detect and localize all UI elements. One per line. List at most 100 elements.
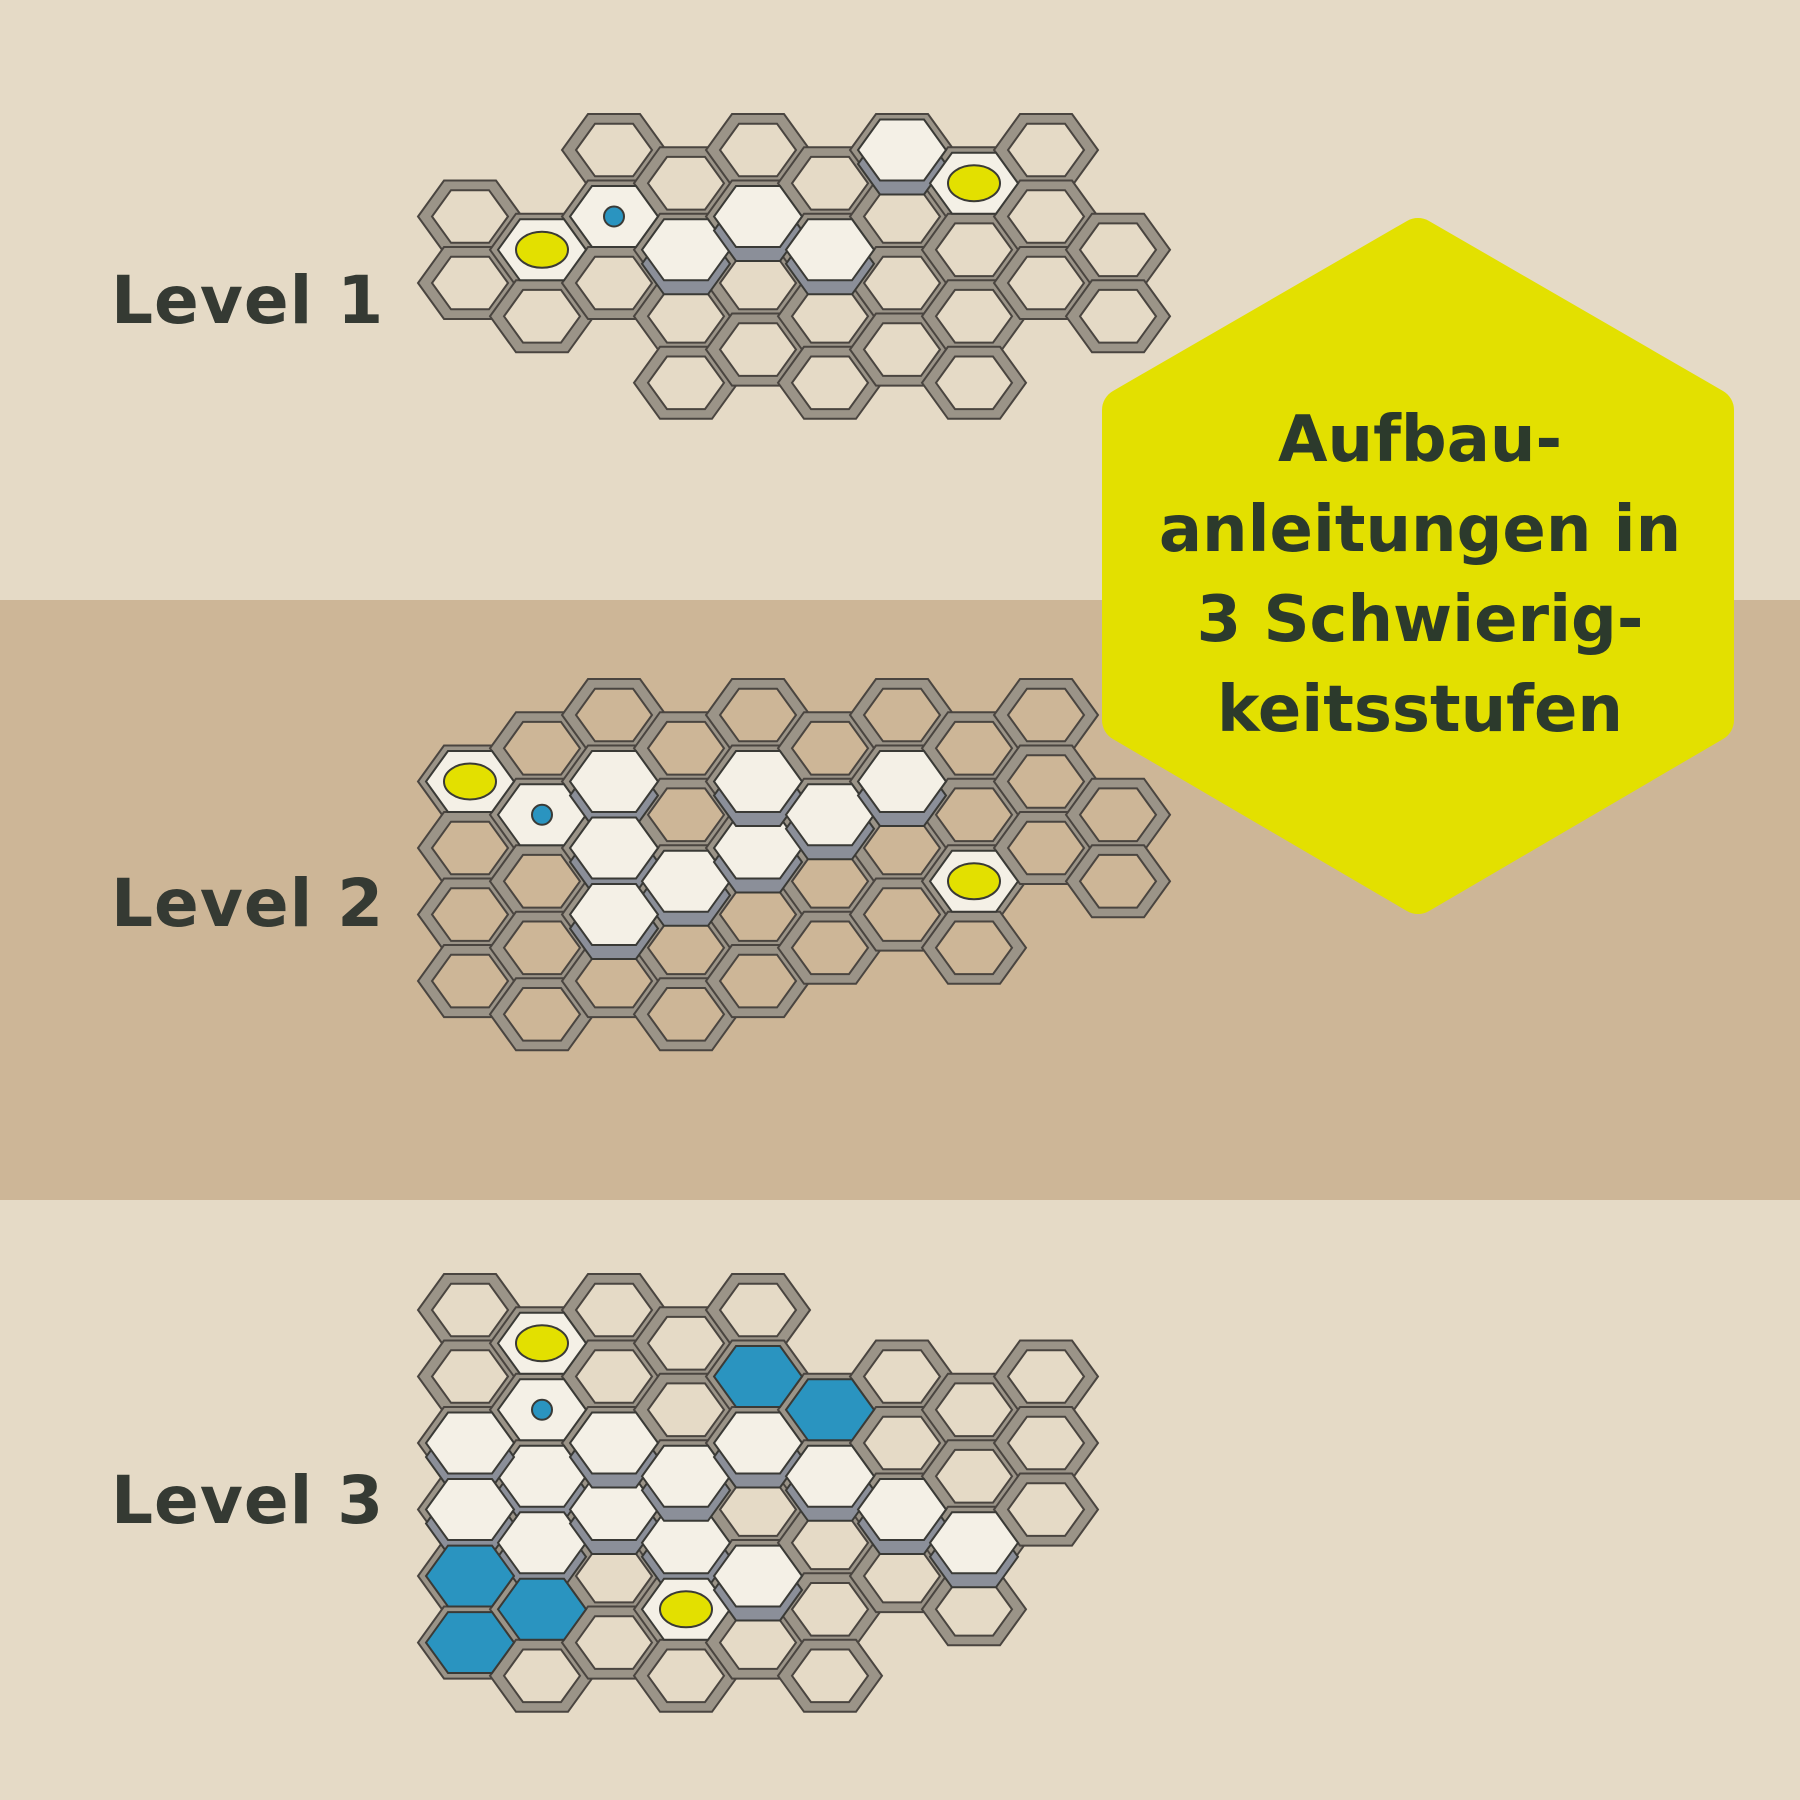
marble (531, 803, 553, 826)
track-tile (568, 816, 660, 880)
water-tile (424, 1611, 516, 1674)
track-tile (424, 1478, 516, 1541)
track-tile (496, 1511, 588, 1575)
grid-hole (430, 887, 510, 942)
grid-hole (934, 1382, 1014, 1438)
grid-hole (718, 1282, 798, 1338)
grid-hole (1006, 1482, 1086, 1537)
grid-hole (862, 1415, 942, 1471)
grid-hole (502, 987, 582, 1042)
grid-hole (430, 255, 510, 311)
grid-hole (574, 255, 654, 311)
grid-hole (1006, 122, 1086, 178)
grid-hole (574, 1349, 654, 1404)
grid-hole (790, 920, 870, 976)
grid-hole (502, 1648, 582, 1704)
marble (603, 205, 625, 228)
goal-cup (443, 762, 497, 801)
grid-hole (718, 322, 798, 377)
track-tile (568, 883, 660, 946)
track-tile (712, 185, 804, 248)
water-tile (712, 1345, 804, 1408)
grid-hole (502, 920, 582, 976)
badge-line: anleitungen in (1158, 493, 1682, 567)
grid-hole (862, 1349, 942, 1404)
grid-hole (862, 687, 942, 743)
goal-cup (515, 230, 569, 269)
grid-hole (790, 155, 870, 211)
grid-hole (502, 853, 582, 909)
grid-hole (934, 920, 1014, 976)
grid-hole (1006, 1349, 1086, 1404)
grid-hole (1006, 1415, 1086, 1471)
track-tile (928, 1511, 1020, 1575)
grid-hole (718, 687, 798, 743)
grid-hole (646, 987, 726, 1042)
badge-line: 3 Schwierig- (1196, 583, 1644, 657)
track-tile (856, 1478, 948, 1541)
grid-hole (430, 953, 510, 1009)
difficulty-badge-text: Aufbau- anleitungen in 3 Schwierig- keit… (1120, 395, 1720, 755)
level-3-track-illustration (416, 1273, 1100, 1713)
grid-hole (1006, 687, 1086, 743)
grid-hole (934, 787, 1014, 843)
grid-hole (934, 288, 1014, 344)
goal-cup (659, 1590, 713, 1629)
track-tile (784, 218, 876, 282)
water-tile (784, 1378, 876, 1442)
grid-hole (646, 155, 726, 211)
grid-hole (862, 322, 942, 377)
badge-line: Aufbau- (1277, 403, 1563, 477)
grid-hole (790, 720, 870, 776)
grid-hole (646, 1382, 726, 1438)
grid-hole (718, 122, 798, 178)
grid-hole (574, 687, 654, 743)
grid-hole (934, 1448, 1014, 1504)
track-tile (712, 1411, 804, 1475)
goal-cup (947, 164, 1001, 203)
track-tile (640, 1444, 732, 1508)
track-tile (568, 1411, 660, 1475)
grid-hole (646, 1315, 726, 1371)
goal-cup (515, 1324, 569, 1363)
track-tile (784, 783, 876, 847)
grid-hole (790, 1582, 870, 1637)
level-2-label: Level 2 (111, 865, 385, 942)
track-tile (640, 849, 732, 913)
track-tile (568, 750, 660, 813)
grid-hole (502, 288, 582, 344)
grid-hole (574, 1282, 654, 1338)
badge-line: keitsstufen (1217, 673, 1623, 747)
grid-hole (790, 1648, 870, 1704)
grid-hole (430, 1282, 510, 1338)
grid-hole (718, 953, 798, 1009)
grid-hole (790, 355, 870, 411)
grid-hole (646, 720, 726, 776)
grid-hole (646, 1648, 726, 1704)
track-tile (712, 1544, 804, 1608)
track-tile (856, 750, 948, 813)
track-tile (424, 1411, 516, 1475)
grid-hole (574, 122, 654, 178)
water-tile (496, 1577, 588, 1641)
grid-hole (934, 720, 1014, 776)
grid-hole (934, 355, 1014, 411)
level-2-track-illustration (416, 678, 1172, 1052)
track-tile (712, 750, 804, 813)
grid-hole (862, 255, 942, 311)
grid-hole (502, 720, 582, 776)
grid-hole (646, 355, 726, 411)
goal-cup (947, 862, 1001, 901)
grid-hole (1006, 754, 1086, 809)
grid-hole (430, 1349, 510, 1404)
grid-hole (646, 787, 726, 843)
grid-hole (430, 820, 510, 876)
grid-hole (934, 222, 1014, 278)
track-tile (784, 1444, 876, 1508)
marble (531, 1398, 553, 1421)
water-tile (424, 1544, 516, 1608)
grid-hole (430, 189, 510, 244)
track-tile (856, 118, 948, 182)
level-3-label: Level 3 (111, 1462, 385, 1539)
grid-hole (574, 1615, 654, 1670)
